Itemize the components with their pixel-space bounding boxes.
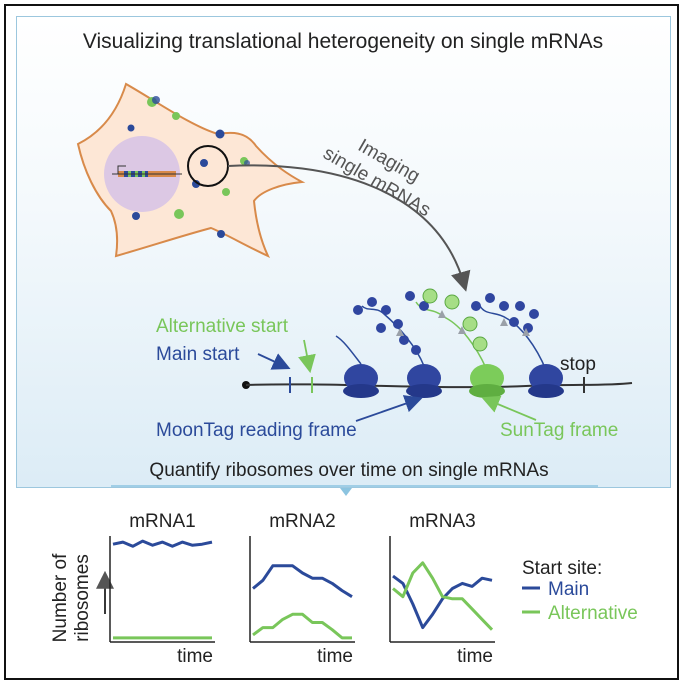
nascent-peptides <box>335 288 547 371</box>
main-start-label: Main start <box>156 344 240 365</box>
series-line-main <box>112 539 213 548</box>
legend-alt-label: Alternative <box>548 603 638 624</box>
x-axis-label: time <box>457 646 493 667</box>
series-line-main <box>392 574 493 630</box>
legend-main-label: Main <box>548 579 589 600</box>
moontag-label: MoonTag reading frame <box>156 420 357 441</box>
graphical-abstract: Visualizing translational heterogeneity … <box>50 30 638 667</box>
down-chevron-icon <box>340 488 352 496</box>
stop-label: stop <box>560 354 596 375</box>
chart-1: mRNA1 time <box>109 511 215 667</box>
figure-frame: Visualizing translational heterogeneity … <box>4 4 679 680</box>
svg-text:ribosomes: ribosomes <box>72 554 93 642</box>
x-axis-label: time <box>177 646 213 667</box>
imaging-arrow <box>227 164 471 292</box>
alternative-start-label: Alternative start <box>156 316 289 337</box>
ribosomes <box>343 364 564 398</box>
suntag-label: SunTag frame <box>500 420 618 441</box>
cell-illustration <box>76 82 306 259</box>
cytoplasm-spots <box>127 96 250 238</box>
chart-title: mRNA1 <box>129 511 196 532</box>
chart-title: mRNA3 <box>409 511 476 532</box>
figure-title: Visualizing translational heterogeneity … <box>83 30 603 53</box>
series-line-main <box>252 564 353 598</box>
ribosome-time-charts: mRNA1 time mRNA2 time mRNA3 time <box>109 511 495 667</box>
chart-3: mRNA3 time <box>389 511 495 667</box>
x-axis-label: time <box>317 646 353 667</box>
y-axis-label: Number of ribosomes <box>50 553 93 642</box>
chart-2: mRNA2 time <box>249 511 355 667</box>
series-line-alternative <box>392 561 494 631</box>
series-line-alternative <box>252 612 352 640</box>
svg-text:Number of: Number of <box>50 553 71 642</box>
imaging-label: Imaging single mRNAs <box>319 135 434 221</box>
chart-title: mRNA2 <box>269 511 336 532</box>
legend: Start site: Main Alternative <box>522 558 638 624</box>
legend-title: Start site: <box>522 558 602 579</box>
quantify-caption: Quantify ribosomes over time on single m… <box>149 460 548 481</box>
